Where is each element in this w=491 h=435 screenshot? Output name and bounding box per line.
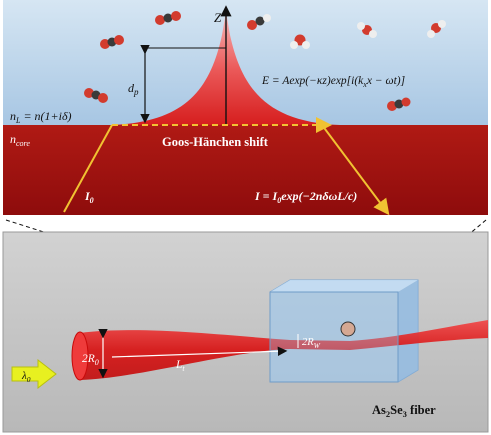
ncore-label: ncore [10, 132, 30, 148]
lambda-label: λ0 [21, 370, 31, 384]
z-axis-label: Z [214, 10, 222, 25]
molecule-co2 [387, 97, 411, 111]
r0-label: 2R0 [82, 353, 99, 367]
top-panel: Z dp E = Aexp(−κz)exp[i(kxx − ωt)] nL = … [3, 0, 488, 216]
molecule-water [357, 22, 377, 38]
glass-side [398, 280, 418, 382]
lt-arrow [111, 346, 288, 358]
goos-hanchen-label: Goos-Hänchen shift [162, 135, 269, 149]
core-region [3, 125, 488, 215]
input-light-arrow [11, 358, 57, 390]
dp-label: dp [128, 81, 139, 97]
incident-ray [63, 124, 113, 213]
glass-front [269, 291, 399, 383]
molecules [84, 11, 446, 111]
tapered-fiber-beam [80, 320, 488, 380]
intensity-equation: I = I0exp(−2nδωL/c) [254, 189, 357, 205]
bottom-panel: 2R0 Lt 2RW λ0 As2Se3 fiber [2, 231, 489, 433]
lt-label: Lt [175, 359, 185, 373]
i0-label: I0 [84, 189, 94, 205]
molecule-water [427, 20, 446, 38]
rw-label: 2RW [302, 337, 321, 350]
field-equation: E = Aexp(−κz)exp[i(kxx − ωt)] [261, 75, 405, 89]
molecule-co2 [84, 88, 108, 103]
nl-label: nL = n(1+iδ) [10, 109, 72, 125]
zoom-circle [340, 321, 356, 337]
fiber-entrance-face [71, 331, 89, 381]
molecule-co2 [155, 11, 181, 25]
molecule-water [290, 34, 310, 49]
molecule-co2 [247, 14, 271, 30]
glass-top [270, 280, 418, 292]
fiber-label: As2Se3 fiber [372, 403, 436, 419]
molecule-co2 [100, 35, 124, 49]
reflected-ray [321, 124, 390, 216]
panel-gap [0, 215, 491, 229]
